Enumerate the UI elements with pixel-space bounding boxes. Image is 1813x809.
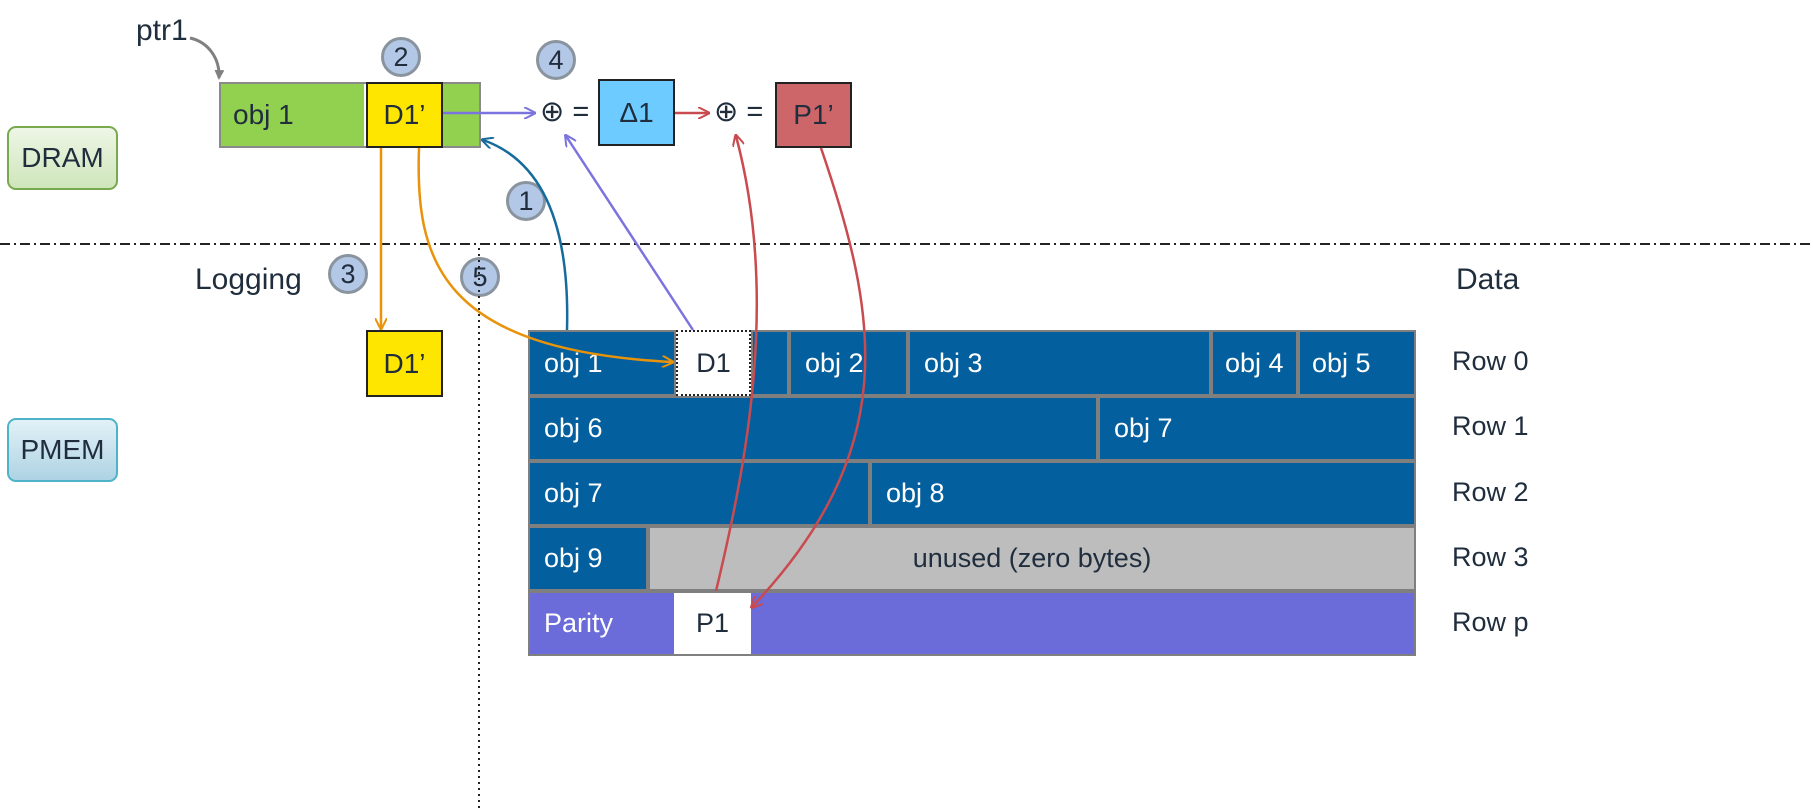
step-4-label: 4 <box>548 44 564 75</box>
step-4-circle: 4 <box>536 40 576 80</box>
log-entry-d1-prime: D1’ <box>366 330 443 397</box>
row-label-1: Row 1 <box>1452 411 1529 441</box>
p1-prime-label: P1’ <box>793 99 834 130</box>
delta-box: Δ1 <box>598 79 675 146</box>
parity-p1-label: P1 <box>695 608 730 638</box>
pmem-label-text: PMEM <box>20 434 105 465</box>
row0-obj2-label: obj 2 <box>805 347 864 378</box>
d1-to-xor-arrow <box>566 136 695 331</box>
row3-unused-label: unused (zero bytes) <box>912 543 1152 573</box>
logging-label: Logging <box>195 263 302 296</box>
step-5-circle: 5 <box>460 257 500 297</box>
step-2-circle: 2 <box>381 37 421 77</box>
pmem-label: PMEM <box>7 418 118 482</box>
dram-d1-prime: D1’ <box>366 82 443 148</box>
row-label-p: Row p <box>1452 607 1529 637</box>
parity-row: Parity <box>528 591 1416 656</box>
row0-obj4: obj 4 <box>1211 330 1298 396</box>
row1-obj7: obj 7 <box>1098 396 1416 461</box>
xor-operator-2: ⊕ = <box>714 96 764 128</box>
step-5-label: 5 <box>472 261 488 292</box>
dram-d1-prime-label: D1’ <box>383 99 426 130</box>
row0-d1: D1 <box>676 330 751 396</box>
row1-obj7-label: obj 7 <box>1114 413 1173 443</box>
row3-obj9: obj 9 <box>528 526 648 591</box>
step-1-label: 1 <box>518 185 534 216</box>
dram-obj1-label: obj 1 <box>233 99 294 130</box>
delta-label: Δ1 <box>619 96 654 128</box>
dram-label-text: DRAM <box>21 142 104 173</box>
row0-obj2: obj 2 <box>789 330 908 396</box>
step-3-label: 3 <box>340 258 356 289</box>
step-1-circle: 1 <box>506 181 546 221</box>
row-label-0: Row 0 <box>1452 346 1529 376</box>
row1-obj6: obj 6 <box>528 396 1098 461</box>
row3-obj9-label: obj 9 <box>544 543 603 573</box>
row2-obj8-label: obj 8 <box>886 478 945 508</box>
row0-obj1-tail <box>751 330 789 396</box>
xor-operator-1: ⊕ = <box>540 96 590 128</box>
ptr1-arrow <box>189 36 225 80</box>
row0-obj3: obj 3 <box>908 330 1211 396</box>
step-2-label: 2 <box>393 41 409 72</box>
dram-label: DRAM <box>7 126 118 190</box>
parity-label: Parity <box>544 608 614 638</box>
log-entry-label: D1’ <box>383 347 426 379</box>
pointer-label: ptr1 <box>136 14 188 47</box>
row-label-3: Row 3 <box>1452 542 1529 572</box>
p1-prime-box: P1’ <box>775 82 852 148</box>
row3-unused: unused (zero bytes) <box>648 526 1416 591</box>
row0-obj5: obj 5 <box>1298 330 1416 396</box>
step-3-circle: 3 <box>328 254 368 294</box>
row0-obj3-label: obj 3 <box>924 347 983 378</box>
row0-d1-label: D1 <box>696 347 731 378</box>
pmem-obj1-to-dram-arrow <box>483 140 569 331</box>
data-label: Data <box>1456 263 1520 296</box>
row0-obj4-label: obj 4 <box>1225 347 1284 378</box>
row0-obj1: obj 1 <box>528 330 676 396</box>
row2-obj7-label: obj 7 <box>544 478 603 508</box>
dram-obj1: obj 1 <box>221 84 366 146</box>
row0-obj5-label: obj 5 <box>1312 347 1371 378</box>
row2-obj8: obj 8 <box>870 461 1416 526</box>
row-label-2: Row 2 <box>1452 477 1529 507</box>
row2-obj7: obj 7 <box>528 461 870 526</box>
parity-p1: P1 <box>674 593 751 654</box>
row1-obj6-label: obj 6 <box>544 413 603 443</box>
row0-obj1-label: obj 1 <box>544 347 603 378</box>
